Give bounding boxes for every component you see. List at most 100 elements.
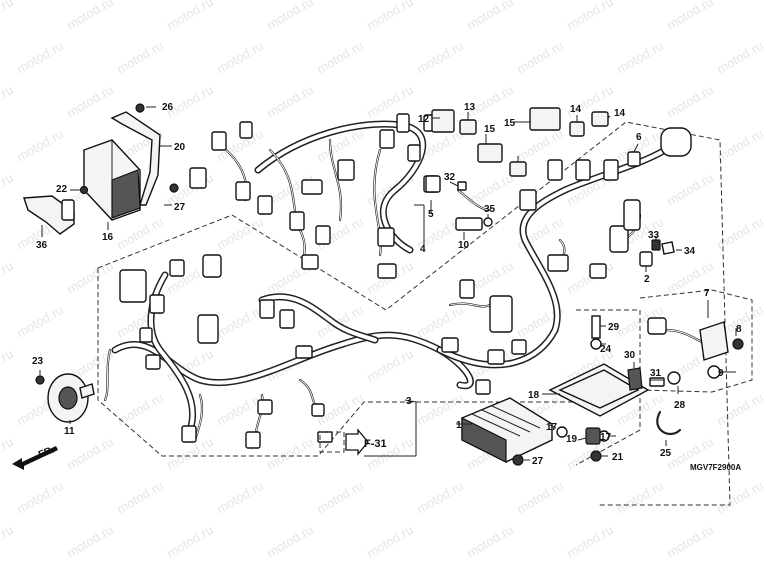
watermark-text: motod.ru bbox=[564, 522, 616, 561]
part-number-16: 16 bbox=[102, 232, 114, 243]
relay-14-c bbox=[509, 161, 527, 177]
watermark-text: motod.ru bbox=[0, 0, 16, 33]
watermark-text: motod.ru bbox=[64, 82, 116, 121]
watermark-text: motod.ru bbox=[714, 38, 766, 77]
watermark-text: motod.ru bbox=[714, 214, 766, 253]
part-number-25: 25 bbox=[660, 448, 672, 459]
part-number-33: 33 bbox=[648, 230, 660, 241]
harness-connectors bbox=[119, 113, 692, 449]
screw-27-bottom bbox=[169, 183, 179, 193]
part-number-15: 15 bbox=[504, 118, 516, 129]
watermark-text: motod.ru bbox=[264, 522, 316, 561]
part-number-27: 27 bbox=[532, 456, 544, 467]
part-number-6: 6 bbox=[636, 132, 642, 143]
watermark-text: motod.ru bbox=[164, 522, 216, 561]
part-number-14: 14 bbox=[614, 108, 626, 119]
watermark-text: motod.ru bbox=[114, 478, 166, 517]
watermark-text: motod.ru bbox=[564, 0, 616, 33]
part-number-4: 4 bbox=[420, 244, 426, 255]
watermark-text: motod.ru bbox=[364, 0, 416, 33]
watermark-text: motod.ru bbox=[664, 82, 716, 121]
part-number-17: 17 bbox=[546, 422, 558, 433]
watermark-text: motod.ru bbox=[714, 390, 766, 429]
watermark-text: motod.ru bbox=[664, 522, 716, 561]
screw-23 bbox=[79, 185, 89, 195]
part-number-27: 27 bbox=[174, 202, 186, 213]
part-number-28: 28 bbox=[674, 400, 686, 411]
part-number-32: 32 bbox=[444, 172, 456, 183]
grommet-29 bbox=[667, 371, 681, 385]
watermark-text: motod.ru bbox=[64, 0, 116, 33]
watermark-text: motod.ru bbox=[214, 478, 266, 517]
part-number-35: 35 bbox=[484, 204, 496, 215]
watermark-text: motod.ru bbox=[364, 522, 416, 561]
watermark-text: motod.ru bbox=[264, 0, 316, 33]
clip-34 bbox=[651, 239, 661, 251]
watermark-text: motod.ru bbox=[714, 478, 766, 517]
part-number-23: 23 bbox=[32, 356, 44, 367]
part-number-1: 1 bbox=[456, 420, 462, 431]
components bbox=[23, 103, 744, 466]
watermark-text: motod.ru bbox=[714, 126, 766, 165]
clip-35 bbox=[661, 241, 675, 255]
watermark-text: motod.ru bbox=[264, 434, 316, 473]
holder-20 bbox=[23, 195, 75, 235]
bolt-33 bbox=[649, 377, 665, 387]
nut-28 bbox=[512, 454, 524, 466]
part-number-19: 19 bbox=[566, 434, 578, 445]
part-number-12: 12 bbox=[418, 114, 430, 125]
watermark-text: motod.ru bbox=[14, 38, 66, 77]
watermark-text: motod.ru bbox=[114, 390, 166, 429]
part-number-9: 9 bbox=[718, 368, 724, 379]
watermark-text: motod.ru bbox=[14, 478, 66, 517]
part-number-11: 11 bbox=[64, 426, 75, 437]
watermark-text: motod.ru bbox=[314, 478, 366, 517]
watermark-text: motod.ru bbox=[614, 38, 666, 77]
watermark-text: motod.ru bbox=[264, 82, 316, 121]
fuse-holder-10 bbox=[455, 217, 483, 231]
band-26 bbox=[656, 410, 682, 436]
watermark-text: motod.ru bbox=[0, 258, 16, 297]
part-number-18: 18 bbox=[528, 390, 540, 401]
watermark-text: motod.ru bbox=[364, 346, 416, 385]
watermark-text: motod.ru bbox=[64, 434, 116, 473]
part-number-21: 21 bbox=[612, 452, 624, 463]
watermark-text: motod.ru bbox=[114, 214, 166, 253]
front-marker-label: FR. bbox=[37, 444, 56, 460]
part-number-30: 30 bbox=[624, 350, 636, 361]
relay-12 bbox=[431, 109, 455, 133]
part-number-26: 26 bbox=[162, 102, 174, 113]
grommet-17-left bbox=[556, 426, 568, 438]
page-reference-arrow bbox=[319, 428, 369, 456]
watermark-text: motod.ru bbox=[114, 38, 166, 77]
part-number-15: 15 bbox=[484, 124, 496, 135]
front-direction-marker bbox=[12, 446, 58, 470]
watermark-text: motod.ru bbox=[0, 434, 16, 473]
clip-32 bbox=[457, 181, 467, 191]
part-number-29: 29 bbox=[608, 322, 620, 333]
figure-code: MGV7F2900A bbox=[690, 463, 741, 472]
watermark-text: motod.ru bbox=[464, 522, 516, 561]
leader-lines bbox=[39, 106, 737, 461]
connector-5 bbox=[425, 175, 441, 193]
watermark-layer: motod.ru motod.ru motod.ru motod.ru motod.ru… bbox=[0, 0, 766, 561]
watermark-text: motod.ru bbox=[64, 522, 116, 561]
regulator-rectifier-1 bbox=[461, 397, 553, 463]
page-reference-label: F-31 bbox=[364, 438, 387, 450]
relays bbox=[431, 107, 609, 177]
watermark-text: motod.ru bbox=[514, 126, 566, 165]
sensor-outline bbox=[639, 289, 753, 393]
part-number-34: 34 bbox=[684, 246, 696, 257]
watermark-text: motod.ru bbox=[514, 38, 566, 77]
clip-2 bbox=[639, 251, 653, 267]
watermark-text: motod.ru bbox=[314, 38, 366, 77]
bolt-30 bbox=[591, 315, 601, 339]
part-number-17: 17 bbox=[600, 432, 612, 443]
cap-36 bbox=[483, 217, 493, 227]
watermark-text: motod.ru bbox=[664, 170, 716, 209]
part-number-8: 8 bbox=[736, 324, 742, 335]
relay-13 bbox=[459, 119, 477, 135]
watermark-text: motod.ru bbox=[414, 38, 466, 77]
